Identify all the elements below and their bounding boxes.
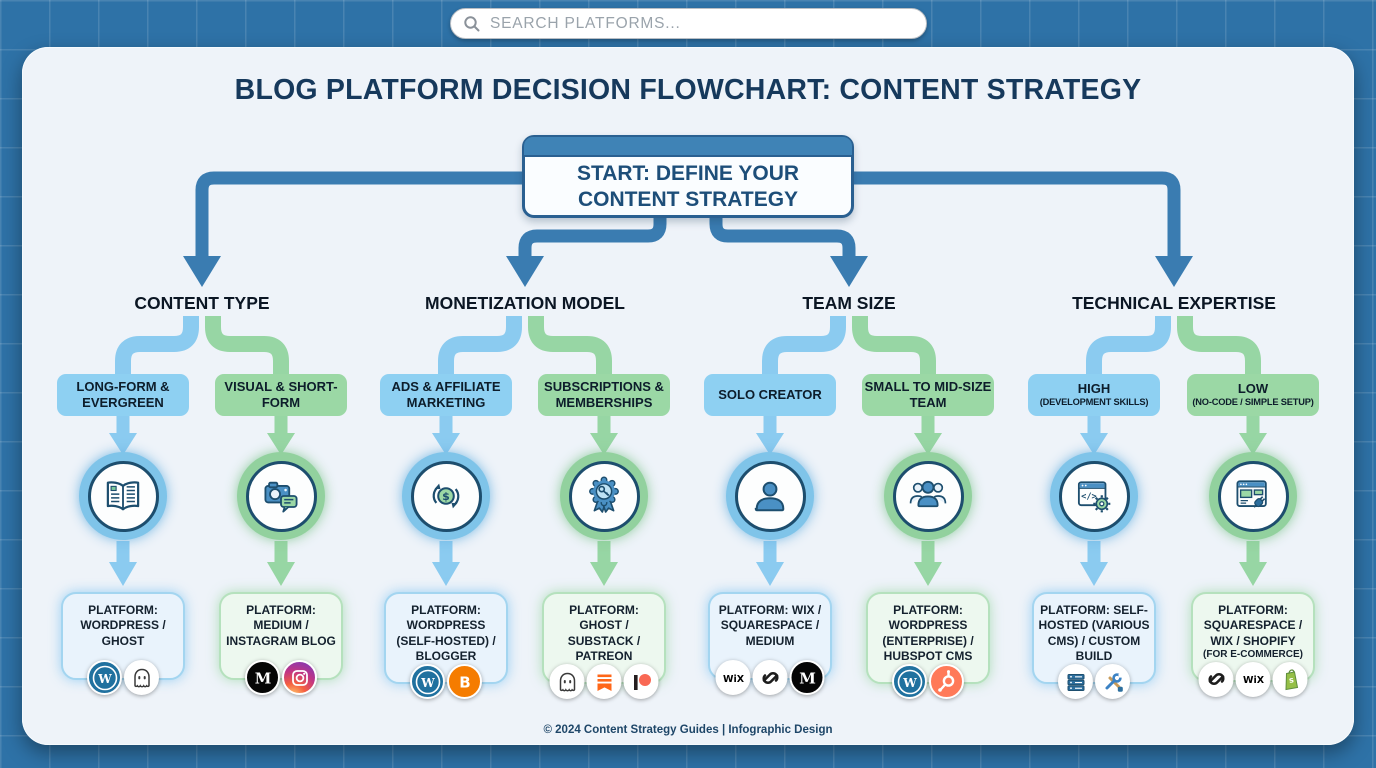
search-bar[interactable] [450,8,927,39]
option-small-mid-team: SMALL TO MID-SIZE TEAM [862,374,994,416]
svg-text:W: W [420,676,435,690]
dollar-cycle-icon: $ [402,452,490,540]
wordpress-logo: W [87,660,122,695]
wordpress-logo: W [410,664,445,700]
option-label: VISUAL & SHORT-FORM [224,379,338,410]
option-high-dev-skills: HIGH (DEVELOPMENT SKILLS) [1028,374,1160,416]
person-icon [726,452,814,540]
svg-text:</>: </> [1081,492,1097,502]
option-label: LONG-FORM & EVERGREEN [76,379,170,410]
platform-self-hosted-custom: PLATFORM: SELF-HOSTED (VARIOUS CMS) / CU… [1032,592,1156,700]
open-book-icon [79,452,167,540]
option-long-form-evergreen: LONG-FORM & EVERGREEN [57,374,189,416]
option-subscriptions-memberships: SUBSCRIPTIONS & MEMBERSHIPS [538,374,670,416]
option-visual-short-form: VISUAL & SHORT-FORM [215,374,347,416]
platform-wordpress-hubspot: PLATFORM: WORDPRESS (ENTERPRISE) / HUBSP… [866,592,990,700]
platform-sublabel: (FOR E-COMMERCE) [1203,649,1303,661]
shopify-logo: s [1272,661,1308,697]
category-team-size: TEAM SIZE [802,293,896,313]
svg-text:M: M [254,669,271,687]
svg-text:WiX: WiX [1242,675,1264,686]
category-content-type: CONTENT TYPE [134,293,270,313]
page-title: BLOG PLATFORM DECISION FLOWCHART: CONTEN… [234,74,1142,106]
platform-label: PLATFORM: WORDPRESS (ENTERPRISE) / HUBSP… [882,603,974,664]
option-low-no-code: LOW (NO-CODE / SIMPLE SETUP) [1187,374,1319,416]
platform-wix-squarespace-medium: PLATFORM: WIX / SQUARESPACE / MEDIUM WiX… [708,592,832,695]
blue-stub-connectors [116,414,1101,564]
server-icon [1058,664,1093,700]
platform-label: PLATFORM: SQUARESPACE / WIX / SHOPIFY [1203,603,1303,648]
blogger-logo: B [447,664,482,700]
wordpress-logo: W [892,664,927,700]
instagram-logo [282,660,317,695]
option-label: SUBSCRIPTIONS & MEMBERSHIPS [544,379,664,410]
squarespace-logo [752,660,788,695]
medium-logo: M [789,660,825,695]
svg-text:M: M [799,669,816,687]
code-window-icon: </> [1050,452,1138,540]
svg-text:s: s [1288,676,1294,686]
platform-squarespace-wix-shopify: PLATFORM: SQUARESPACE / WIX / SHOPIFY (F… [1191,592,1315,697]
trunk-connectors [195,171,1181,258]
camera-chat-icon [237,452,325,540]
trunk-arrowheads [183,256,1193,287]
platform-label: PLATFORM: WIX / SQUARESPACE / MEDIUM [718,603,822,648]
option-label: ADS & AFFILIATE MARKETING [391,379,501,410]
ghost-logo [549,664,585,700]
svg-text:$: $ [442,490,450,503]
start-node-label: START: DEFINE YOUR CONTENT STRATEGY [576,161,800,211]
patreon-logo [623,664,659,700]
hubspot-logo [929,664,964,700]
platform-label: PLATFORM: WORDPRESS (SELF-HOSTED) / BLOG… [396,603,496,664]
medium-logo: M [245,660,280,695]
search-icon [463,15,481,33]
tools-icon [1095,664,1130,700]
option-label: SMALL TO MID-SIZE TEAM [864,379,992,410]
svg-text:W: W [902,676,917,690]
blue-stub-arrowheads [109,433,1108,586]
platform-wordpress-blogger: PLATFORM: WORDPRESS (SELF-HOSTED) / BLOG… [384,592,508,700]
platform-wordpress-ghost: PLATFORM: WORDPRESS / GHOST W [61,592,185,695]
ghost-logo [124,660,159,695]
start-node: START: DEFINE YOUR CONTENT STRATEGY [522,135,854,218]
wix-logo: WiX [715,660,751,695]
membership-badge-icon [560,452,648,540]
start-node-header [524,137,852,157]
option-label: LOW [1237,381,1269,397]
footer-credit: © 2024 Content Strategy Guides | Infogra… [543,724,833,736]
platform-label: PLATFORM: WORDPRESS / GHOST [80,603,166,648]
green-stub-arrowheads [267,433,1267,586]
svg-text:B: B [459,673,470,691]
website-plug-icon [1209,452,1297,540]
option-ads-affiliate: ADS & AFFILIATE MARKETING [380,374,512,416]
squarespace-logo [1198,661,1234,697]
option-sublabel: (DEVELOPMENT SKILLS) [1039,397,1149,408]
platform-label: PLATFORM: SELF-HOSTED (VARIOUS CMS) / CU… [1038,603,1150,664]
option-solo-creator: SOLO CREATOR [704,374,836,416]
people-icon [884,452,972,540]
option-sublabel: (NO-CODE / SIMPLE SETUP) [1192,397,1314,408]
search-input[interactable] [490,14,914,33]
platform-medium-instagram: PLATFORM: MEDIUM / INSTAGRAM BLOG M [219,592,343,695]
category-technical-expertise: TECHNICAL EXPERTISE [1072,293,1276,313]
wix-logo: WiX [1235,661,1271,697]
substack-logo [586,664,622,700]
platform-ghost-substack-patreon: PLATFORM: GHOST / SUBSTACK / PATREON [542,592,666,700]
option-label: HIGH [1077,381,1111,397]
category-monetization-model: MONETIZATION MODEL [425,293,625,313]
svg-text:WiX: WiX [722,673,744,684]
option-label: SOLO CREATOR [718,387,822,403]
platform-label: PLATFORM: MEDIUM / INSTAGRAM BLOG [226,603,336,648]
svg-text:W: W [97,671,112,685]
green-branch-connectors [205,316,1261,380]
platform-label: PLATFORM: GHOST / SUBSTACK / PATREON [567,603,641,664]
blue-branch-connectors [115,316,1171,380]
green-stub-connectors [274,414,1260,564]
